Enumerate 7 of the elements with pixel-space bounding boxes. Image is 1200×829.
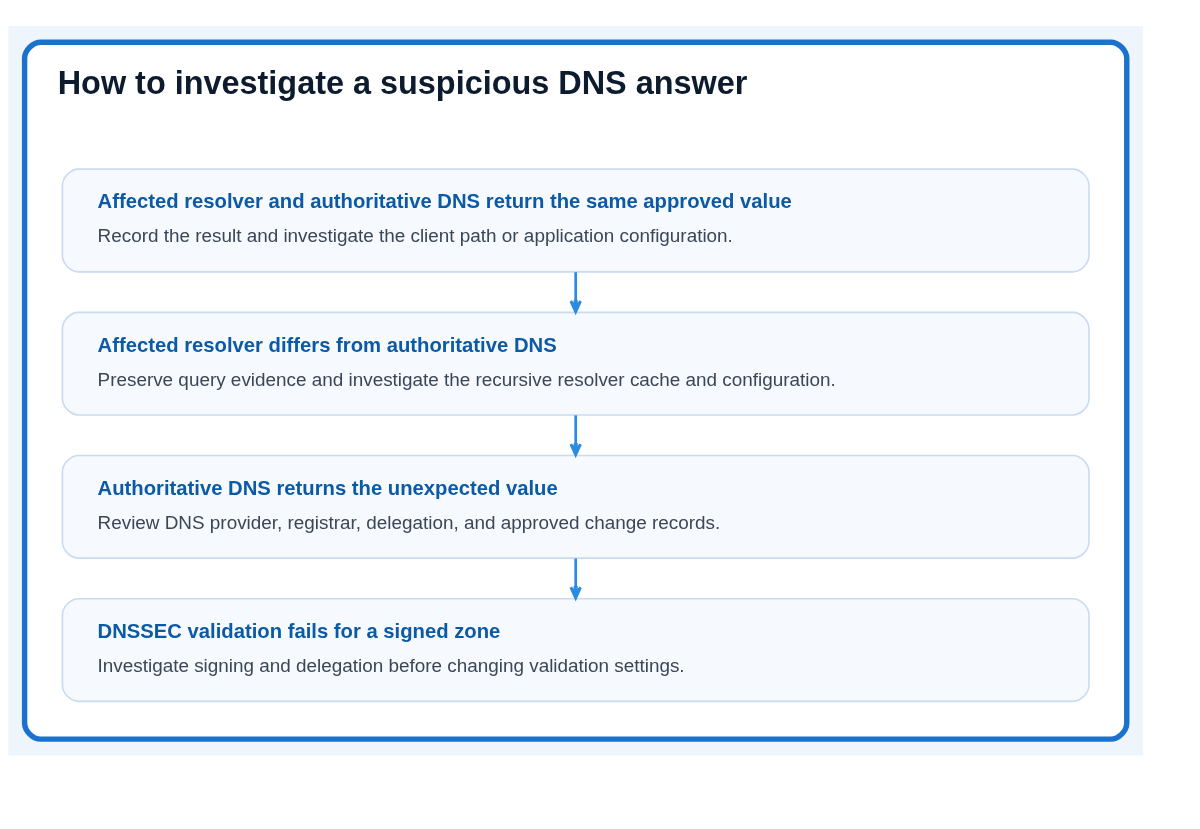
node-box: Affected resolver differs from authoritative DNS Preserve query evidence and investigate the recursive resolver cache and configuration. xyxy=(61,311,1090,416)
node-box: Authoritative DNS returns the unexpected value Review DNS provider, registrar, delegation, and approved change records. xyxy=(61,454,1090,559)
node-box: DNSSEC validation fails for a signed zone Investigate signing and delegation before changing validation settings. xyxy=(61,597,1090,702)
arrow xyxy=(569,271,582,313)
arrow xyxy=(569,414,582,456)
node-box: Affected resolver and authoritative DNS return the same approved value Record the result and investigate the client path or application configuration. xyxy=(61,167,1090,273)
arrow xyxy=(569,558,582,600)
